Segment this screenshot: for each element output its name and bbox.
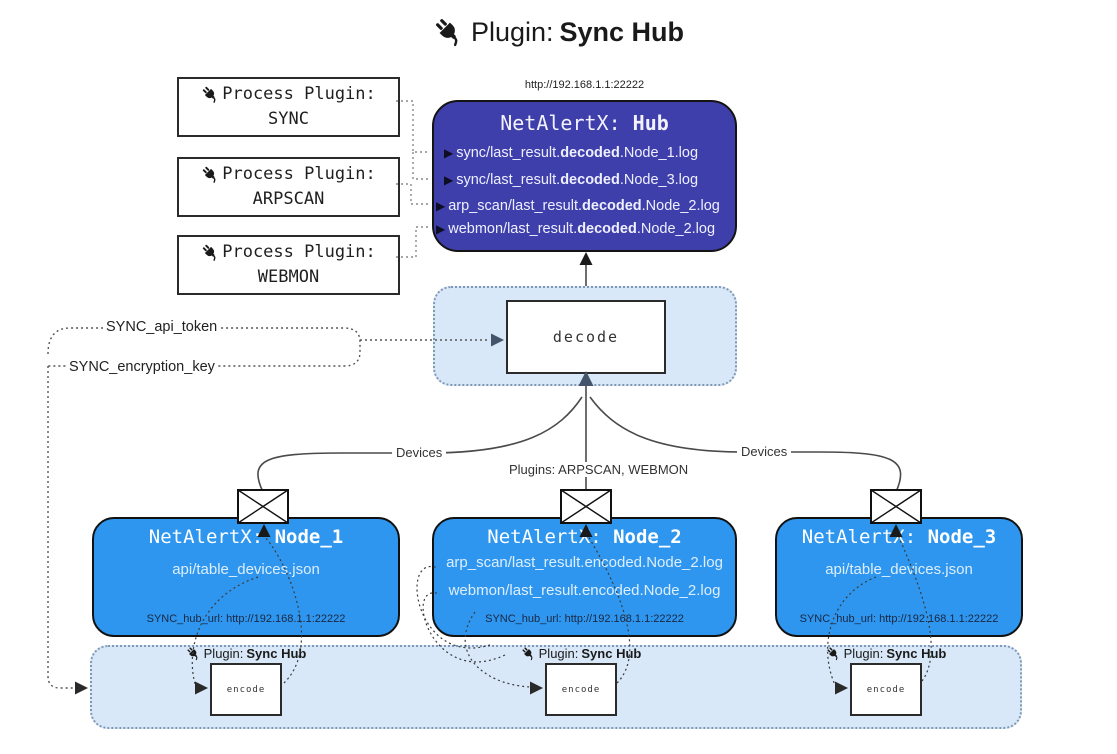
hub-log-entry: ▶ arp_scan/last_result.decoded.Node_2.lo… (436, 194, 736, 218)
entry-arrow-icon: ▶ (444, 146, 454, 160)
node2-file: arp_scan/last_result.encoded.Node_2.log (446, 554, 723, 571)
node1-file: api/table_devices.json (172, 561, 320, 578)
devices-left-label: Devices (392, 445, 447, 460)
encoder-label-bold: Sync Hub (886, 646, 947, 661)
encoder-label-bold: Sync Hub (581, 646, 642, 661)
entry-text: arp_scan/last_result. (448, 198, 583, 214)
devices-right-label: Devices (737, 444, 792, 459)
encoder3-label: Plugin: Sync Hub (801, 646, 971, 661)
node2-hub-url: SYNC_hub_url: http://192.168.1.1:22222 (485, 613, 684, 625)
hub-log-entry: ▶ sync/last_result.decoded.Node_3.log (436, 168, 744, 192)
node-name: Node_2 (613, 526, 682, 548)
entry-arrow-icon: ▶ (436, 222, 446, 236)
encode2-box: encode (545, 663, 617, 716)
entry-text: sync/last_result. (456, 172, 561, 188)
encode-label: encode (866, 684, 906, 695)
node-name-prefix: NetAlertX: (801, 526, 917, 548)
decode-box: decode (506, 300, 666, 374)
page-title: Plugin: Sync Hub (0, 16, 1117, 48)
process-plugin-name: WEBMON (257, 267, 320, 287)
plug-icon (203, 166, 216, 184)
entry-text: .Node_2.log (636, 221, 716, 237)
entry-text: .Node_1.log (619, 145, 699, 161)
title-label: Plugin: (470, 16, 554, 47)
node-name: Node_3 (927, 526, 997, 548)
sync-api-token-label: SYNC_api_token (103, 319, 221, 335)
encoder-label-text: Plugin: (843, 646, 884, 661)
encode-label: encode (561, 684, 601, 695)
encoder-label-text: Plugin: (538, 646, 579, 661)
entry-text: webmon/last_result. (448, 221, 578, 237)
plug-icon (187, 647, 198, 661)
entry-arrow-icon: ▶ (444, 173, 454, 187)
envelope-icon (560, 489, 612, 524)
node3-file: api/table_devices.json (825, 561, 973, 578)
plug-icon (203, 86, 216, 104)
process-plugin-label: Process Plugin: (222, 164, 376, 185)
entry-text: .Node_3.log (619, 172, 699, 188)
hub-card (432, 100, 737, 252)
process-plugin-webmon: Process Plugin: WEBMON (177, 235, 400, 295)
encoder1-label: Plugin: Sync Hub (161, 646, 331, 661)
node3-hub-url: SYNC_hub_url: http://192.168.1.1:22222 (799, 613, 999, 625)
entry-bold: decoded (560, 145, 620, 161)
node2-title: NetAlertX: Node_2 (432, 526, 737, 548)
envelope-icon (870, 489, 922, 524)
node1-title: NetAlertX: Node_1 (92, 526, 400, 548)
node3-title: NetAlertX: Node_3 (775, 526, 1023, 548)
hub-url: http://192.168.1.1:22222 (524, 79, 645, 91)
process-plugin-label: Process Plugin: (222, 84, 376, 105)
envelope-icon (237, 489, 289, 524)
hub-name: Hub (632, 111, 669, 135)
node2-file: webmon/last_result.encoded.Node_2.log (448, 582, 721, 599)
hub-log-entry: ▶ sync/last_result.decoded.Node_1.log (436, 141, 744, 165)
encoder-label-text: Plugin: (203, 646, 244, 661)
entry-arrow-icon: ▶ (436, 199, 446, 213)
entry-text: sync/last_result. (456, 145, 561, 161)
plug-icon (827, 647, 838, 661)
decode-label: decode (552, 328, 620, 346)
entry-bold: decoded (582, 198, 642, 214)
encode1-box: encode (210, 663, 282, 716)
process-plugin-sync: Process Plugin: SYNC (177, 77, 400, 137)
entry-bold: decoded (577, 221, 637, 237)
node-name: Node_1 (274, 526, 344, 548)
process-plugin-name: SYNC (268, 109, 309, 129)
plug-icon (435, 19, 458, 47)
encode-label: encode (226, 684, 266, 695)
encode3-box: encode (850, 663, 922, 716)
process-plugin-arpscan: Process Plugin: ARPSCAN (177, 157, 400, 217)
hub-title: NetAlertX: Hub (432, 111, 737, 135)
node-name-prefix: NetAlertX: (487, 526, 602, 548)
hub-name-prefix: NetAlertX: (500, 111, 621, 135)
plugins-center-label: Plugins: ARPSCAN, WEBMON (505, 462, 693, 477)
encoder-label-bold: Sync Hub (246, 646, 307, 661)
sync-encryption-key-label: SYNC_encryption_key (66, 359, 218, 375)
node1-hub-url: SYNC_hub_url: http://192.168.1.1:22222 (146, 613, 346, 625)
hub-log-entry: ▶ webmon/last_result.decoded.Node_2.log (436, 217, 736, 241)
process-plugin-name: ARPSCAN (252, 189, 325, 209)
plug-icon (522, 647, 533, 661)
title-bold: Sync Hub (559, 16, 685, 47)
entry-text: .Node_2.log (641, 198, 720, 214)
entry-bold: decoded (560, 172, 620, 188)
plug-icon (203, 244, 216, 262)
encoder2-label: Plugin: Sync Hub (496, 646, 666, 661)
node-name-prefix: NetAlertX: (148, 526, 264, 548)
process-plugin-label: Process Plugin: (222, 242, 376, 263)
